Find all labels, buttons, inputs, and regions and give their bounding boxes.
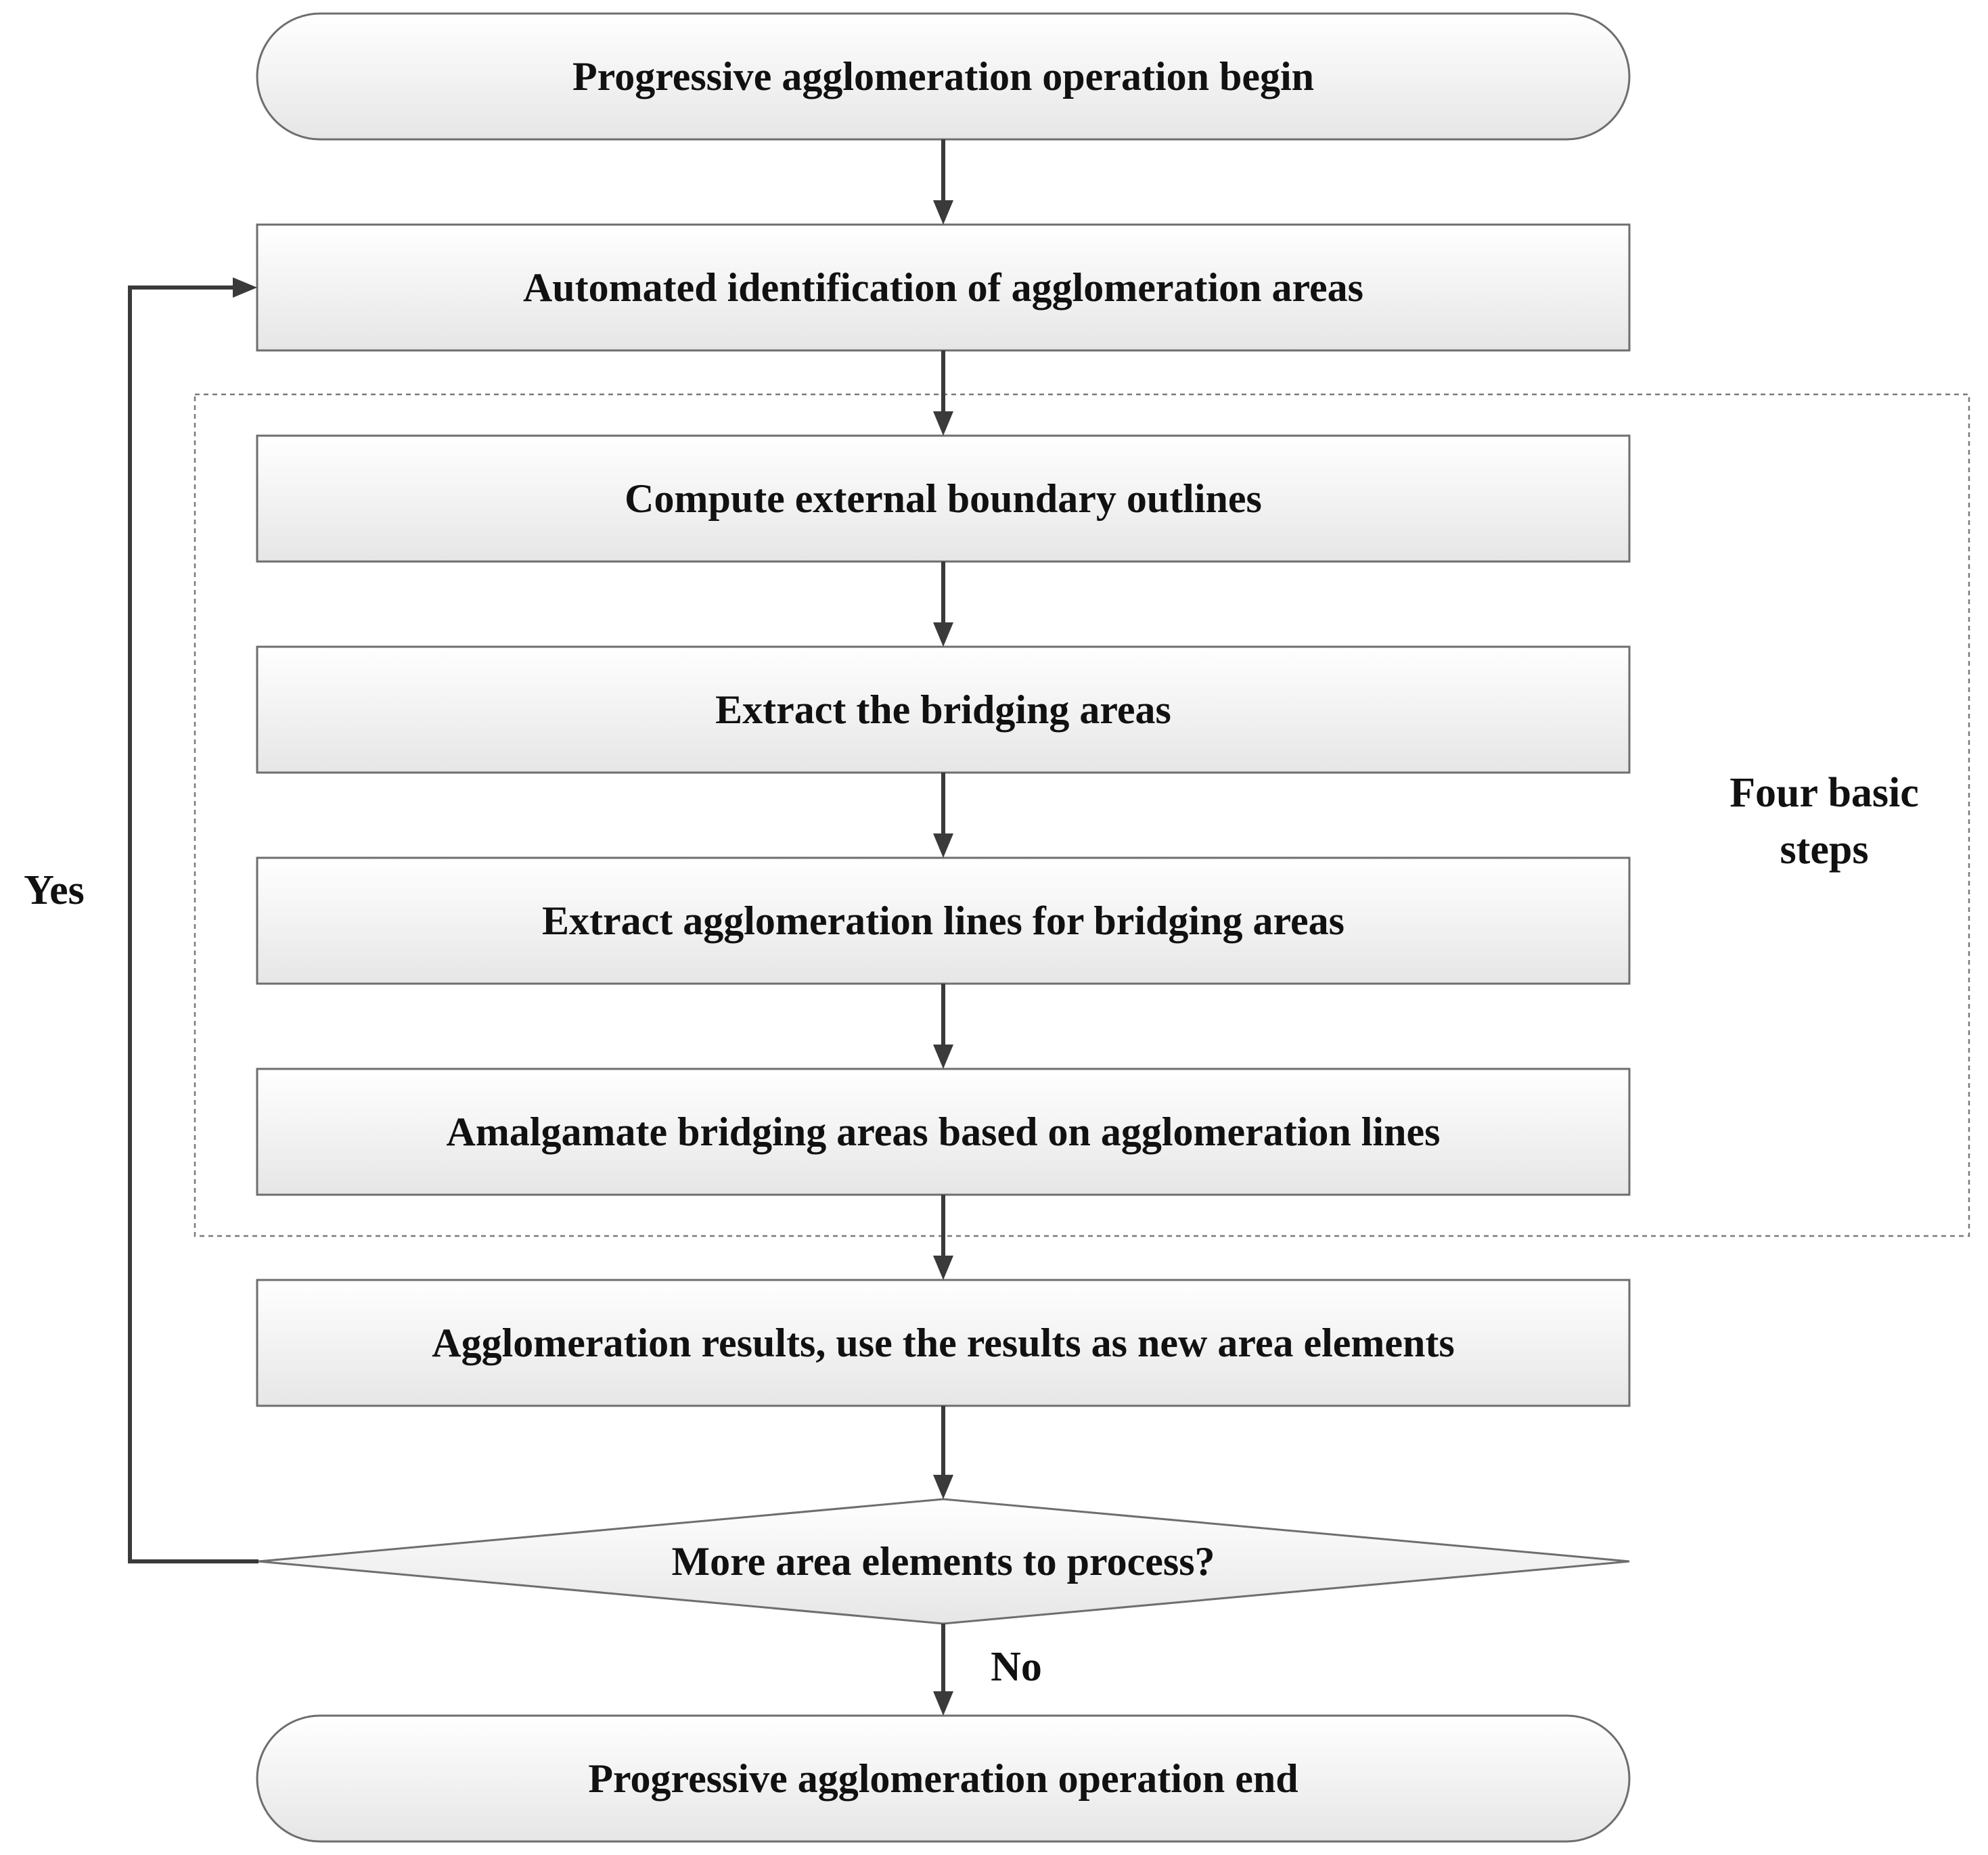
end-terminal: Progressive agglomeration operation end — [256, 1714, 1631, 1843]
no-label: No — [991, 1644, 1042, 1690]
start-terminal: Progressive agglomeration operation begi… — [256, 12, 1631, 141]
yes-label: Yes — [24, 867, 85, 913]
group-label-line2: steps — [1780, 827, 1869, 873]
end-label: Progressive agglomeration operation end — [588, 1756, 1298, 1801]
identify-process: Automated identification of agglomeratio… — [256, 223, 1631, 352]
connector-yes-loop — [128, 277, 258, 1563]
results-process: Agglomeration results, use the results a… — [256, 1279, 1631, 1407]
start-label: Progressive agglomeration operation begi… — [572, 54, 1314, 99]
connector-step3-to-step4 — [933, 984, 953, 1069]
step-amalgamate: Amalgamate bridging areas based on agglo… — [256, 1068, 1631, 1196]
connector-identify-to-step1 — [933, 350, 953, 436]
step-extract-bridging-label: Extract the bridging areas — [715, 687, 1171, 732]
decision-label: More area elements to process? — [671, 1539, 1215, 1584]
step-compute-outlines-label: Compute external boundary outlines — [625, 476, 1262, 521]
connector-results-to-decision — [933, 1406, 953, 1499]
connector-step2-to-step3 — [933, 773, 953, 858]
connector-start-to-identify — [933, 139, 953, 225]
step-compute-outlines: Compute external boundary outlines — [256, 434, 1631, 563]
connector-step1-to-step2 — [933, 562, 953, 647]
identify-label: Automated identification of agglomeratio… — [523, 265, 1363, 310]
group-label-line1: Four basic — [1730, 770, 1919, 816]
step-extract-lines: Extract agglomeration lines for bridging… — [256, 856, 1631, 985]
connector-decision-to-end — [933, 1624, 953, 1716]
connector-step4-to-results — [933, 1195, 953, 1280]
results-label: Agglomeration results, use the results a… — [432, 1321, 1454, 1365]
step-amalgamate-label: Amalgamate bridging areas based on agglo… — [447, 1109, 1441, 1154]
decision-diamond: More area elements to process? — [258, 1498, 1630, 1625]
step-extract-lines-label: Extract agglomeration lines for bridging… — [542, 898, 1345, 943]
step-extract-bridging: Extract the bridging areas — [256, 645, 1631, 774]
four-basic-steps-group — [194, 393, 1970, 1237]
